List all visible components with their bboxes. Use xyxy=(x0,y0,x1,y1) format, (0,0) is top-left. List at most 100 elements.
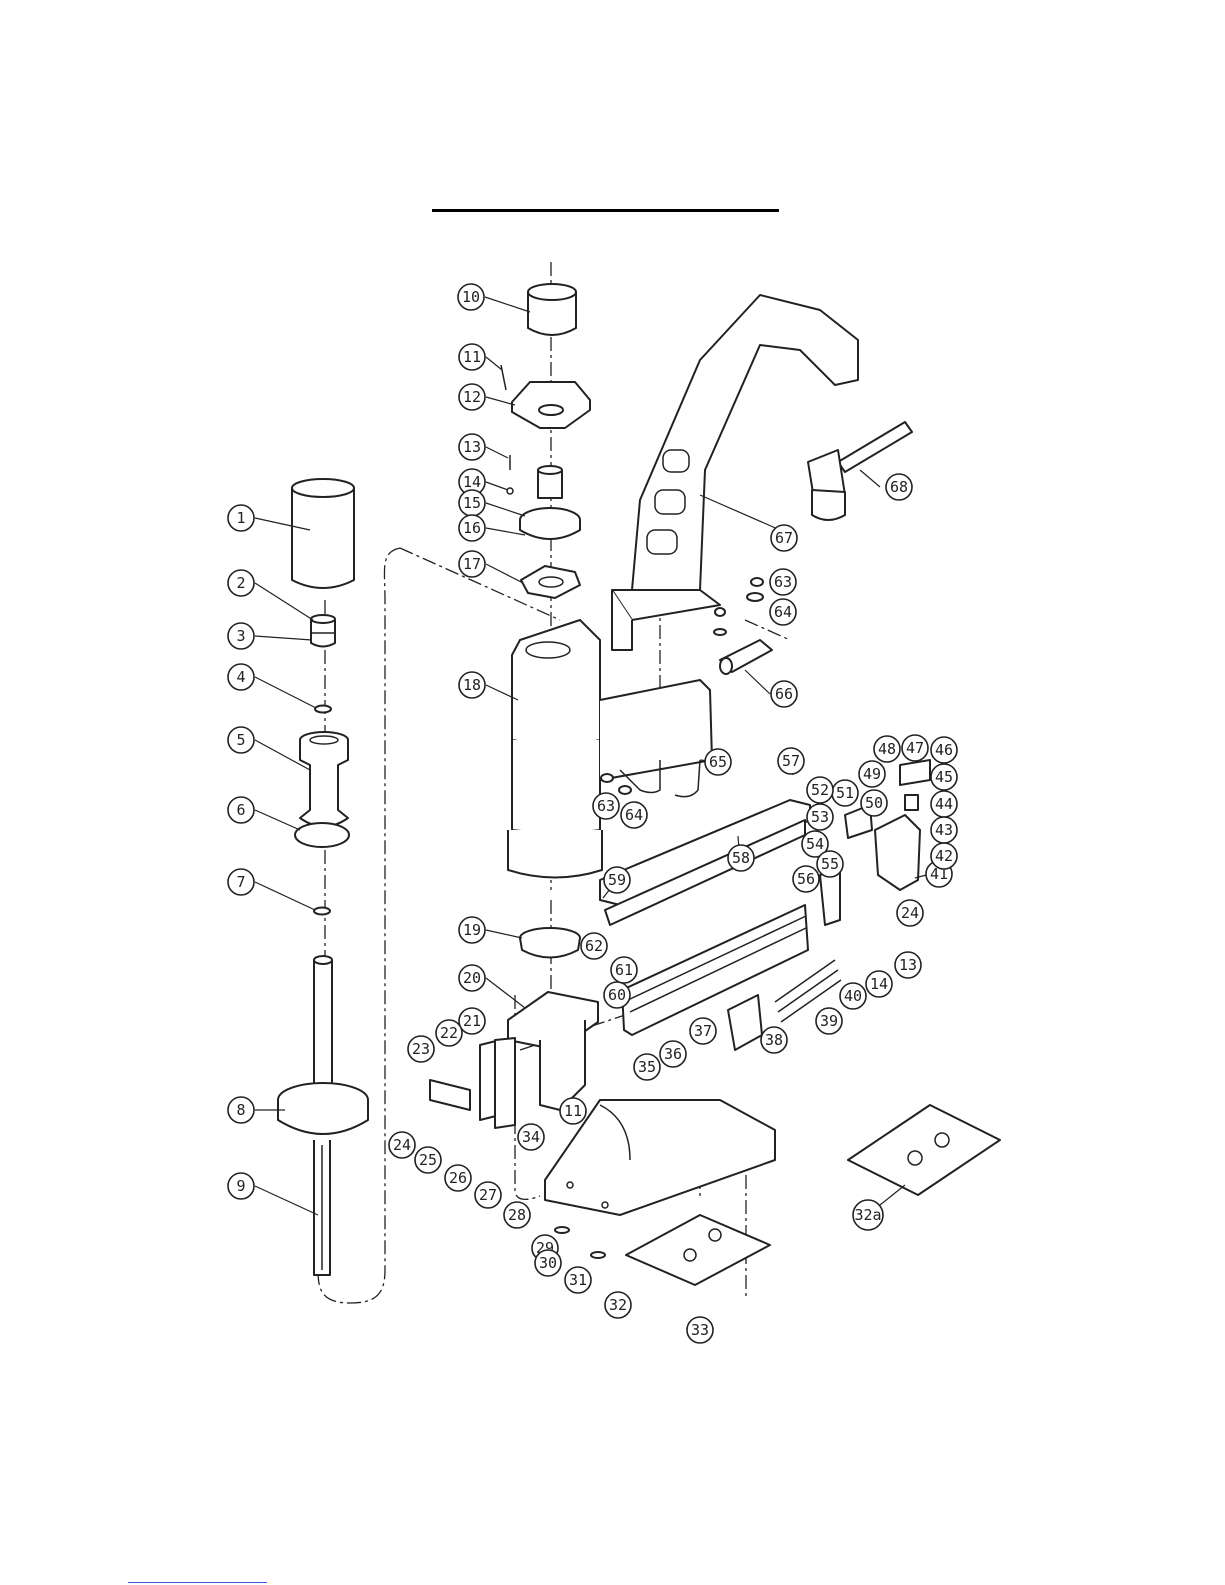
balloon: 2 xyxy=(228,570,254,596)
balloon: 10 xyxy=(458,284,484,310)
part-base-pad-alt xyxy=(848,1105,1000,1195)
balloon: 24 xyxy=(897,900,923,926)
svg-text:62: 62 xyxy=(585,937,603,955)
svg-text:19: 19 xyxy=(463,921,481,939)
svg-text:24: 24 xyxy=(393,1136,411,1154)
svg-text:32a: 32a xyxy=(854,1206,881,1224)
svg-text:13: 13 xyxy=(463,438,481,456)
balloon: 26 xyxy=(445,1165,471,1191)
balloon: 6 xyxy=(228,797,254,823)
svg-text:26: 26 xyxy=(449,1169,467,1187)
svg-text:40: 40 xyxy=(844,987,862,1005)
svg-text:57: 57 xyxy=(782,752,800,770)
svg-text:9: 9 xyxy=(236,1177,245,1195)
svg-text:31: 31 xyxy=(569,1271,587,1289)
svg-text:17: 17 xyxy=(463,555,481,573)
balloon: 3 xyxy=(228,623,254,649)
balloon: 53 xyxy=(807,804,833,830)
balloon: 40 xyxy=(840,983,866,1009)
part-inner-cylinder xyxy=(295,732,349,847)
svg-text:6: 6 xyxy=(236,801,245,819)
svg-text:63: 63 xyxy=(597,797,615,815)
balloon: 13 xyxy=(459,434,485,460)
svg-text:32: 32 xyxy=(609,1296,627,1314)
svg-text:68: 68 xyxy=(890,478,908,496)
balloon: 60 xyxy=(604,982,630,1008)
svg-text:59: 59 xyxy=(608,871,626,889)
svg-text:48: 48 xyxy=(878,740,896,758)
balloon: 35 xyxy=(634,1054,660,1080)
svg-text:1: 1 xyxy=(236,509,245,527)
footer-link-underline xyxy=(128,1582,267,1583)
svg-text:54: 54 xyxy=(806,835,824,853)
svg-text:63: 63 xyxy=(774,573,792,591)
balloon: 61 xyxy=(611,957,637,983)
balloon: 55 xyxy=(817,851,843,877)
svg-text:20: 20 xyxy=(463,969,481,987)
balloon: 47 xyxy=(902,735,928,761)
svg-text:42: 42 xyxy=(935,847,953,865)
balloon: 34 xyxy=(518,1124,544,1150)
balloon: 64 xyxy=(621,802,647,828)
svg-text:51: 51 xyxy=(836,784,854,802)
part-gasket xyxy=(521,566,580,598)
balloon: 31 xyxy=(565,1267,591,1293)
balloon: 56 xyxy=(793,866,819,892)
balloon: 1 xyxy=(228,505,254,531)
balloon: 58 xyxy=(728,845,754,871)
svg-text:33: 33 xyxy=(691,1321,709,1339)
svg-text:15: 15 xyxy=(463,494,481,512)
balloon: 13 xyxy=(895,952,921,978)
balloon: 44 xyxy=(931,791,957,817)
balloon: 66 xyxy=(771,681,797,707)
svg-text:53: 53 xyxy=(811,808,829,826)
part-pusher xyxy=(728,995,762,1050)
balloon: 4 xyxy=(228,664,254,690)
balloon: 22 xyxy=(436,1020,462,1046)
svg-text:11: 11 xyxy=(564,1102,582,1120)
svg-text:56: 56 xyxy=(797,870,815,888)
balloon: 11 xyxy=(560,1098,586,1124)
balloon: 43 xyxy=(931,817,957,843)
svg-text:39: 39 xyxy=(820,1012,838,1030)
balloon: 27 xyxy=(475,1182,501,1208)
balloon: 49 xyxy=(859,761,885,787)
svg-text:37: 37 xyxy=(694,1022,712,1040)
balloon: 14 xyxy=(866,971,892,997)
part-piston-driver xyxy=(278,956,368,1275)
svg-text:14: 14 xyxy=(870,975,888,993)
svg-text:18: 18 xyxy=(463,676,481,694)
balloon: 5 xyxy=(228,727,254,753)
balloon: 7 xyxy=(228,869,254,895)
svg-text:50: 50 xyxy=(865,794,883,812)
svg-text:30: 30 xyxy=(539,1254,557,1272)
part-valve-piston xyxy=(311,615,335,647)
svg-text:21: 21 xyxy=(463,1012,481,1030)
balloon: 65 xyxy=(705,749,731,775)
balloon: 46 xyxy=(931,737,957,763)
balloon: 30 xyxy=(535,1250,561,1276)
svg-text:36: 36 xyxy=(664,1045,682,1063)
svg-text:45: 45 xyxy=(935,768,953,786)
balloon: 15 xyxy=(459,490,485,516)
balloon: 9 xyxy=(228,1173,254,1199)
balloon: 36 xyxy=(660,1041,686,1067)
part-top-cap xyxy=(528,284,576,335)
svg-text:7: 7 xyxy=(236,873,245,891)
part-cylinder-sleeve xyxy=(292,479,354,588)
balloon: 45 xyxy=(931,764,957,790)
part-air-fitting xyxy=(720,640,772,674)
svg-text:16: 16 xyxy=(463,519,481,537)
balloon: 38 xyxy=(761,1027,787,1053)
balloon: 18 xyxy=(459,672,485,698)
balloon: 57 xyxy=(778,748,804,774)
part-cylinder-cap xyxy=(501,365,590,428)
part-head-valve xyxy=(507,455,580,539)
svg-text:3: 3 xyxy=(236,627,245,645)
svg-text:46: 46 xyxy=(935,741,953,759)
part-mallet xyxy=(808,422,912,520)
balloon: 68 xyxy=(886,474,912,500)
svg-text:35: 35 xyxy=(638,1058,656,1076)
balloon: 17 xyxy=(459,551,485,577)
svg-text:2: 2 xyxy=(236,574,245,592)
